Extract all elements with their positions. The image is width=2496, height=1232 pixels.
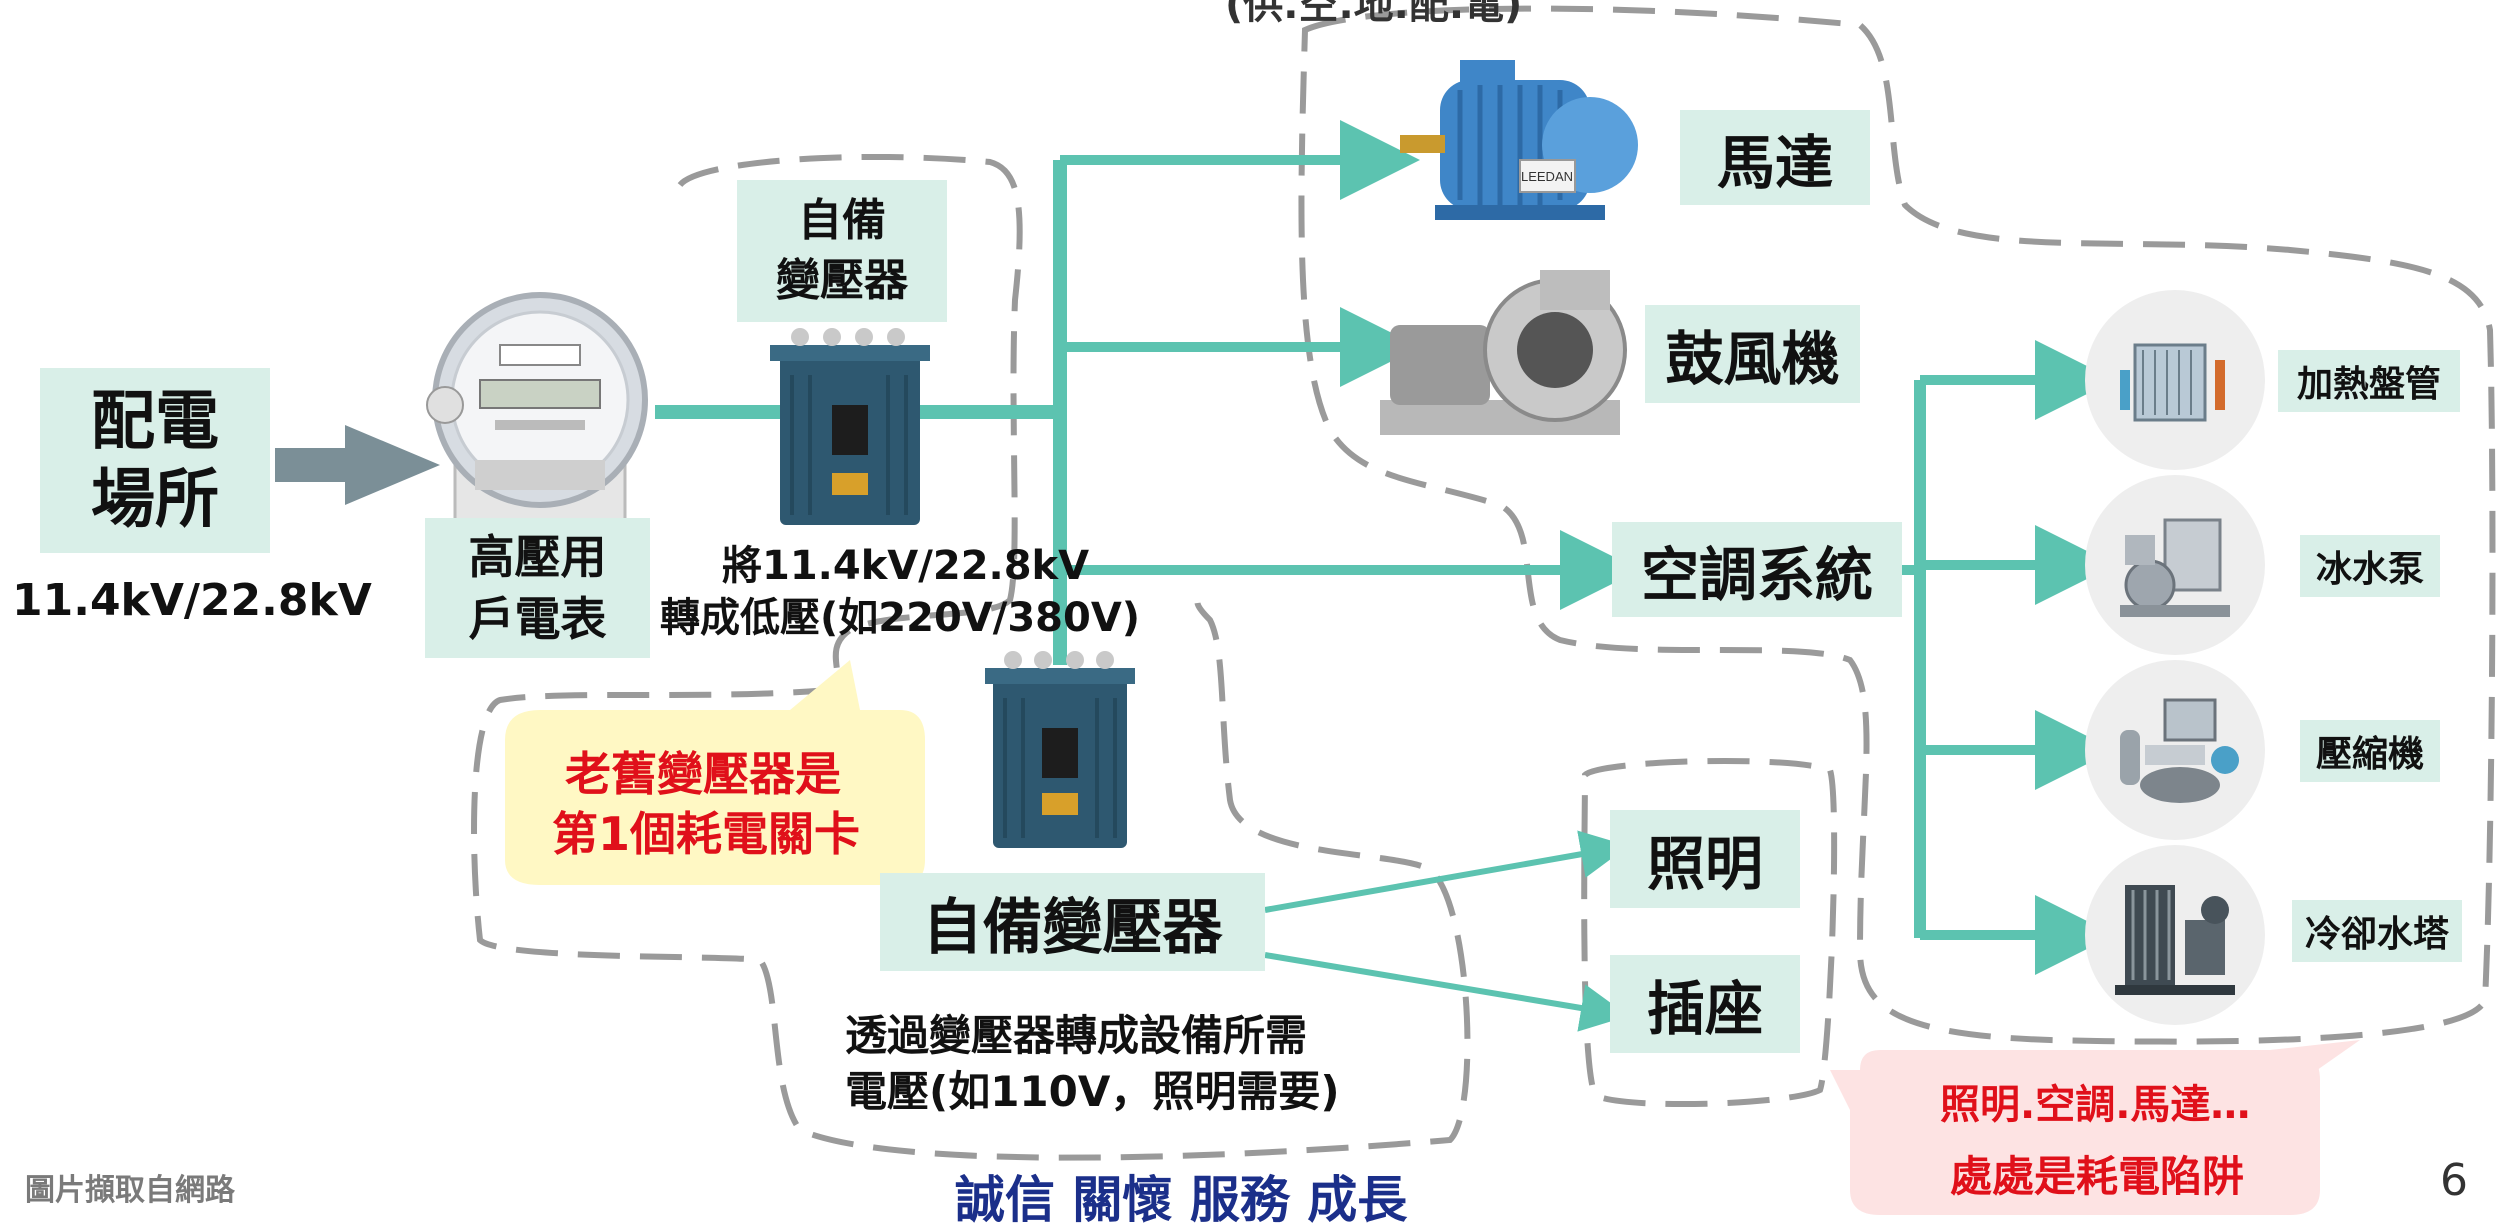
electric-meter-icon <box>415 285 660 535</box>
source-box: 配電 場所 <box>40 368 270 553</box>
slogan: 誠信 關懷 服務 成長 <box>955 1170 1408 1229</box>
transformer-bottom-label-box: 自備變壓器 <box>880 873 1265 971</box>
compressor-icon <box>2085 660 2265 840</box>
callout-right-bubble <box>1830 1050 2320 1215</box>
callout-right-tail <box>2270 1040 2360 1075</box>
lighting-label-box: 照明 <box>1610 810 1800 908</box>
socket-label-box: 插座 <box>1610 955 1800 1053</box>
callout-left-line1: 老舊變壓器是 <box>565 747 841 801</box>
callout-right-line1: 照明.空調.馬達… <box>1940 1082 2251 1128</box>
transformer-to-lighting <box>1264 830 1629 913</box>
transformer-top-note-line1: 將11.4kV/22.8kV <box>722 543 1090 589</box>
callout-left-line2: 第1個耗電關卡 <box>552 807 861 861</box>
source-label-line2: 場所 <box>91 462 219 537</box>
lighting-label: 照明 <box>1646 830 1763 898</box>
transformer-top-label-box: 自備 變壓器 <box>737 180 947 322</box>
hvac-part-label: 冷卻水塔 <box>2292 900 2462 962</box>
transformer-bottom-note-line2: 電壓(如110V，照明需要) <box>845 1067 1340 1116</box>
page-number: 6 <box>2440 1155 2468 1206</box>
blower-icon <box>1380 270 1640 450</box>
dashed-region-motor-blower <box>1298 5 2496 1045</box>
image-source-note: 圖片擷取自網路 <box>25 1173 235 1208</box>
transformer-icon <box>985 648 1135 853</box>
motor-brand-label: LEEDAN <box>1521 169 1573 184</box>
callout-right-line2: 處處是耗電陷阱 <box>1950 1152 2245 1201</box>
cooling-tower-icon <box>2085 845 2265 1025</box>
dashed-region-transformer <box>471 153 1471 1161</box>
callout-left-bubble <box>505 660 925 885</box>
source-arrow <box>275 425 440 505</box>
motor-label-box: 馬達 <box>1680 110 1870 205</box>
hvac-label-box: 空調系統 <box>1612 522 1902 617</box>
transformer-top-label-line2: 變壓器 <box>776 255 908 306</box>
top-partial-title: (供.空.地.配.電) <box>1225 0 1523 28</box>
hvac-part-label: 冰水泵 <box>2300 535 2440 597</box>
motor-icon: LEEDAN <box>1400 55 1640 245</box>
source-voltage: 11.4kV/22.8kV <box>12 575 372 626</box>
heating-coil-icon <box>2085 290 2265 470</box>
transformer-icon <box>770 325 930 530</box>
transformer-bottom-label: 自備變壓器 <box>922 892 1223 963</box>
meter-label-box: 高壓用 戶電表 <box>425 518 650 658</box>
meter-label-line2: 戶電表 <box>468 592 607 646</box>
transformer-top-note-line2: 轉成低壓(如220V/380V) <box>660 595 1141 641</box>
socket-label: 插座 <box>1646 975 1763 1043</box>
source-label-line1: 配電 <box>91 384 219 459</box>
hvac-label: 空調系統 <box>1640 540 1873 609</box>
transformer-bottom-note-line1: 透過變壓器轉成設備所需 <box>845 1011 1308 1060</box>
blower-label-box: 鼓風機 <box>1645 305 1860 403</box>
motor-label: 馬達 <box>1716 128 1833 197</box>
chilled-water-pump-icon <box>2085 475 2265 655</box>
blower-label: 鼓風機 <box>1665 325 1840 393</box>
transformer-to-socket <box>1264 952 1629 1032</box>
meter-label-line1: 高壓用 <box>468 530 607 584</box>
hvac-part-label: 加熱盤管 <box>2278 350 2460 412</box>
transformer-top-label-line1: 自備 <box>798 195 886 246</box>
hvac-part-label: 壓縮機 <box>2300 720 2440 782</box>
